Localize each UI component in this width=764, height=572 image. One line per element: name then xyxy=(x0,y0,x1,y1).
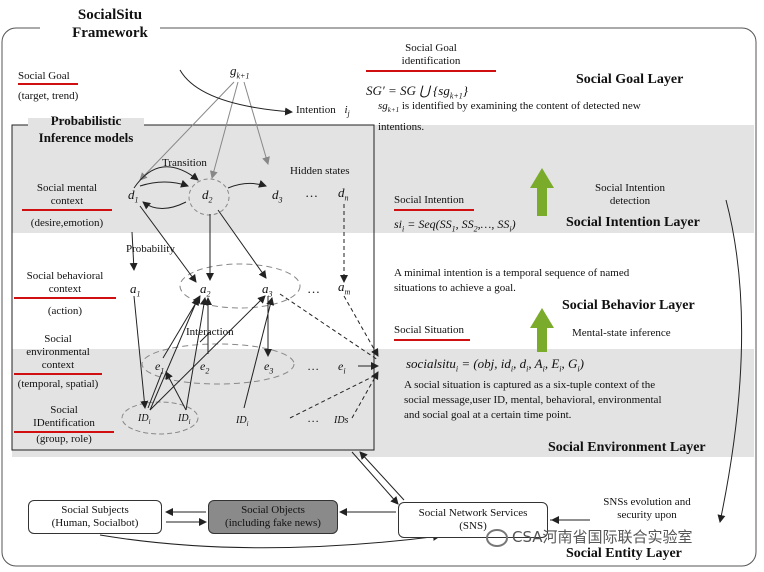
environment-layer-band xyxy=(12,349,754,457)
goal-identification-formula: SG′ = SG ⋃ {sgk+1} xyxy=(366,83,468,101)
node-e-ellipsis: … xyxy=(308,359,319,373)
social-goal-identification-label: Social Goal identification xyxy=(366,42,496,72)
social-situation-label: Social Situation xyxy=(394,324,470,341)
social-intention-layer-label: Social Intention Layer xyxy=(566,215,700,230)
social-identification-label: Social IDentification (group, role) xyxy=(14,404,114,446)
social-situation-description: A social situation is captured as a six-… xyxy=(404,379,662,421)
watermark: CSA河南省国际联合实验室 xyxy=(486,528,693,547)
node-a3: a3 xyxy=(262,281,273,299)
intention-note-text-2: intentions. xyxy=(378,121,425,133)
wechat-icon xyxy=(486,528,508,547)
node-id-ellipsis: … xyxy=(308,411,319,425)
social-mental-context-label: Social mental context (desire,emotion) xyxy=(22,182,112,230)
node-e1: e1 xyxy=(155,359,165,376)
social-behavior-layer-label: Social Behavior Layer xyxy=(562,298,695,313)
hidden-states-label: Hidden states xyxy=(290,165,350,177)
node-dn: dn xyxy=(338,185,349,203)
green-arrow-intention xyxy=(530,168,554,216)
node-ei: ei xyxy=(338,359,346,376)
green-arrow-behavior xyxy=(530,308,554,352)
social-environment-layer-label: Social Environment Layer xyxy=(548,440,706,455)
node-a2: a2 xyxy=(200,281,211,299)
node-e2: e2 xyxy=(200,359,210,376)
probability-label: Probability xyxy=(126,243,175,255)
behavior-description: A minimal intention is a temporal sequen… xyxy=(394,267,630,294)
outer-frame xyxy=(1,27,757,567)
social-intention-label: Social Intention xyxy=(394,194,474,211)
social-objects-box: Social Objects(including fake news) xyxy=(208,500,338,534)
node-e3: e3 xyxy=(264,359,274,376)
node-id3: IDi xyxy=(236,415,249,428)
node-a1: a1 xyxy=(130,281,141,299)
social-goal-label: Social Goal (target, trend) xyxy=(18,70,79,102)
behavior-layer-band xyxy=(12,233,754,349)
social-intention-formula: sii = Seq(SS1, SS2,…, SSi) xyxy=(394,217,516,234)
social-goal-layer-label: Social Goal Layer xyxy=(576,72,684,87)
node-a-ellipsis: … xyxy=(308,281,320,296)
mental-state-inference-label: Mental-state inference xyxy=(572,327,671,339)
social-subjects-box: Social Subjects(Human, Socialbot) xyxy=(28,500,162,534)
node-d1: d1 xyxy=(128,187,139,205)
node-ids: IDs xyxy=(334,415,349,426)
d2-ellipse xyxy=(188,178,230,216)
interaction-label: Interaction xyxy=(186,326,234,338)
intention-note: Intention ij xyxy=(296,104,350,119)
node-g: gk+1 xyxy=(230,63,250,81)
transition-label: Transition xyxy=(162,157,207,169)
social-environmental-context-label: Social environmental context (temporal, … xyxy=(14,333,102,391)
node-d2: d2 xyxy=(202,187,213,205)
intention-note-text: sgk+1 is identified by examining the con… xyxy=(378,100,641,115)
node-id2: IDi xyxy=(178,413,191,426)
node-d3: d3 xyxy=(272,187,283,205)
e-ellipse xyxy=(141,343,295,385)
social-entity-layer-label: Social Entity Layer xyxy=(566,546,682,561)
social-behavioral-context-label: Social behavioral context (action) xyxy=(14,270,116,318)
social-network-services-box: Social Network Services(SNS) xyxy=(398,502,548,538)
a-ellipse xyxy=(179,263,301,309)
id-ellipse xyxy=(121,401,199,435)
node-id1: IDi xyxy=(138,413,151,426)
node-am: am xyxy=(338,279,351,297)
social-situation-formula: socialsitui = (obj, idi, di, Ai, Ei, Gi) xyxy=(406,356,584,374)
node-d-ellipsis: … xyxy=(306,185,318,200)
